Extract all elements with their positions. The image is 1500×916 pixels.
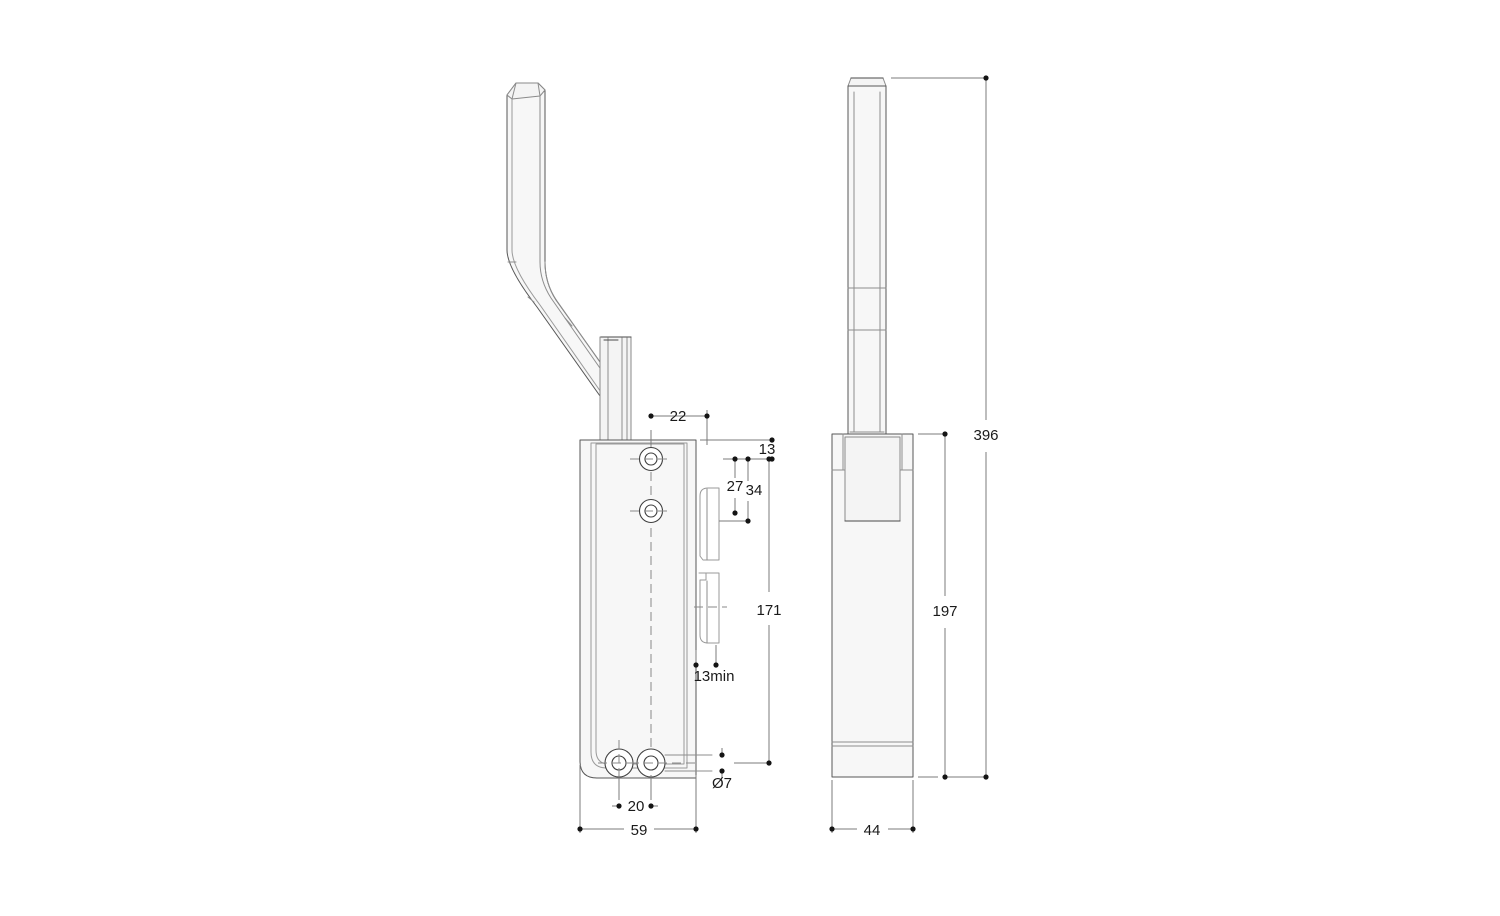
lever-arm-right-facet <box>539 95 610 382</box>
dimension-197-label: 197 <box>932 603 957 620</box>
dimension-34-label: 34 <box>746 482 763 499</box>
front-view-lever-handle <box>506 82 632 441</box>
dimension-13min: 13min <box>693 645 734 685</box>
dimension-22-label: 22 <box>670 408 687 425</box>
dimension-59: 59 <box>577 765 699 839</box>
dimension-13: 13 <box>700 437 776 462</box>
lever-arm-top-cap-crease <box>511 82 541 100</box>
lever-neck-block <box>599 336 632 441</box>
front-view-dimensions: 22 13 27 34 <box>577 408 782 839</box>
dimension-34: 34 <box>719 456 763 524</box>
latch-tongue-upper-profile <box>699 487 720 561</box>
dimension-13min-label: 13min <box>694 668 735 685</box>
dimension-diameter-7-label: Ø7 <box>712 775 732 792</box>
side-stem-top-cap <box>847 77 887 87</box>
dimension-396: 396 <box>891 75 999 780</box>
dimension-44-label: 44 <box>864 822 881 839</box>
dimension-20-label: 20 <box>628 798 645 815</box>
dimension-171: 171 <box>734 456 782 766</box>
lever-arm-bend-tick-mid <box>564 317 573 327</box>
side-view-assembly <box>831 77 914 778</box>
lever-arm-body <box>506 82 616 441</box>
dimension-59-label: 59 <box>631 822 648 839</box>
side-body-top-recess <box>844 436 901 522</box>
side-view-dimensions: 396 197 44 <box>829 75 999 839</box>
dimension-27-label: 27 <box>727 478 744 495</box>
dimension-197: 197 <box>918 431 958 780</box>
dimension-171-label: 171 <box>756 602 781 619</box>
lower-right-fixing-hole <box>630 748 700 778</box>
lower-left-fixing-hole <box>598 740 642 790</box>
latch-tongue-lower-profile <box>698 572 720 644</box>
lever-arm-outer-bend-highlight <box>544 261 615 383</box>
dimension-396-label: 396 <box>973 427 998 444</box>
dimension-diameter-7: Ø7 <box>712 748 732 792</box>
dimension-44: 44 <box>829 780 916 839</box>
dimension-13-label: 13 <box>759 441 776 458</box>
lever-neck-top-ridge <box>600 336 632 341</box>
dimension-27: 27 <box>727 456 744 516</box>
second-fixing-hole <box>630 498 672 524</box>
front-view-base-plate <box>579 430 727 800</box>
dimension-22: 22 <box>648 408 710 445</box>
lever-arm-inner-edge-left <box>511 97 604 441</box>
dimension-20: 20 <box>612 775 658 815</box>
lever-arm-bend-tick-lower <box>527 296 535 303</box>
upper-fixing-hole <box>630 446 672 472</box>
base-plate-outline <box>579 439 697 779</box>
